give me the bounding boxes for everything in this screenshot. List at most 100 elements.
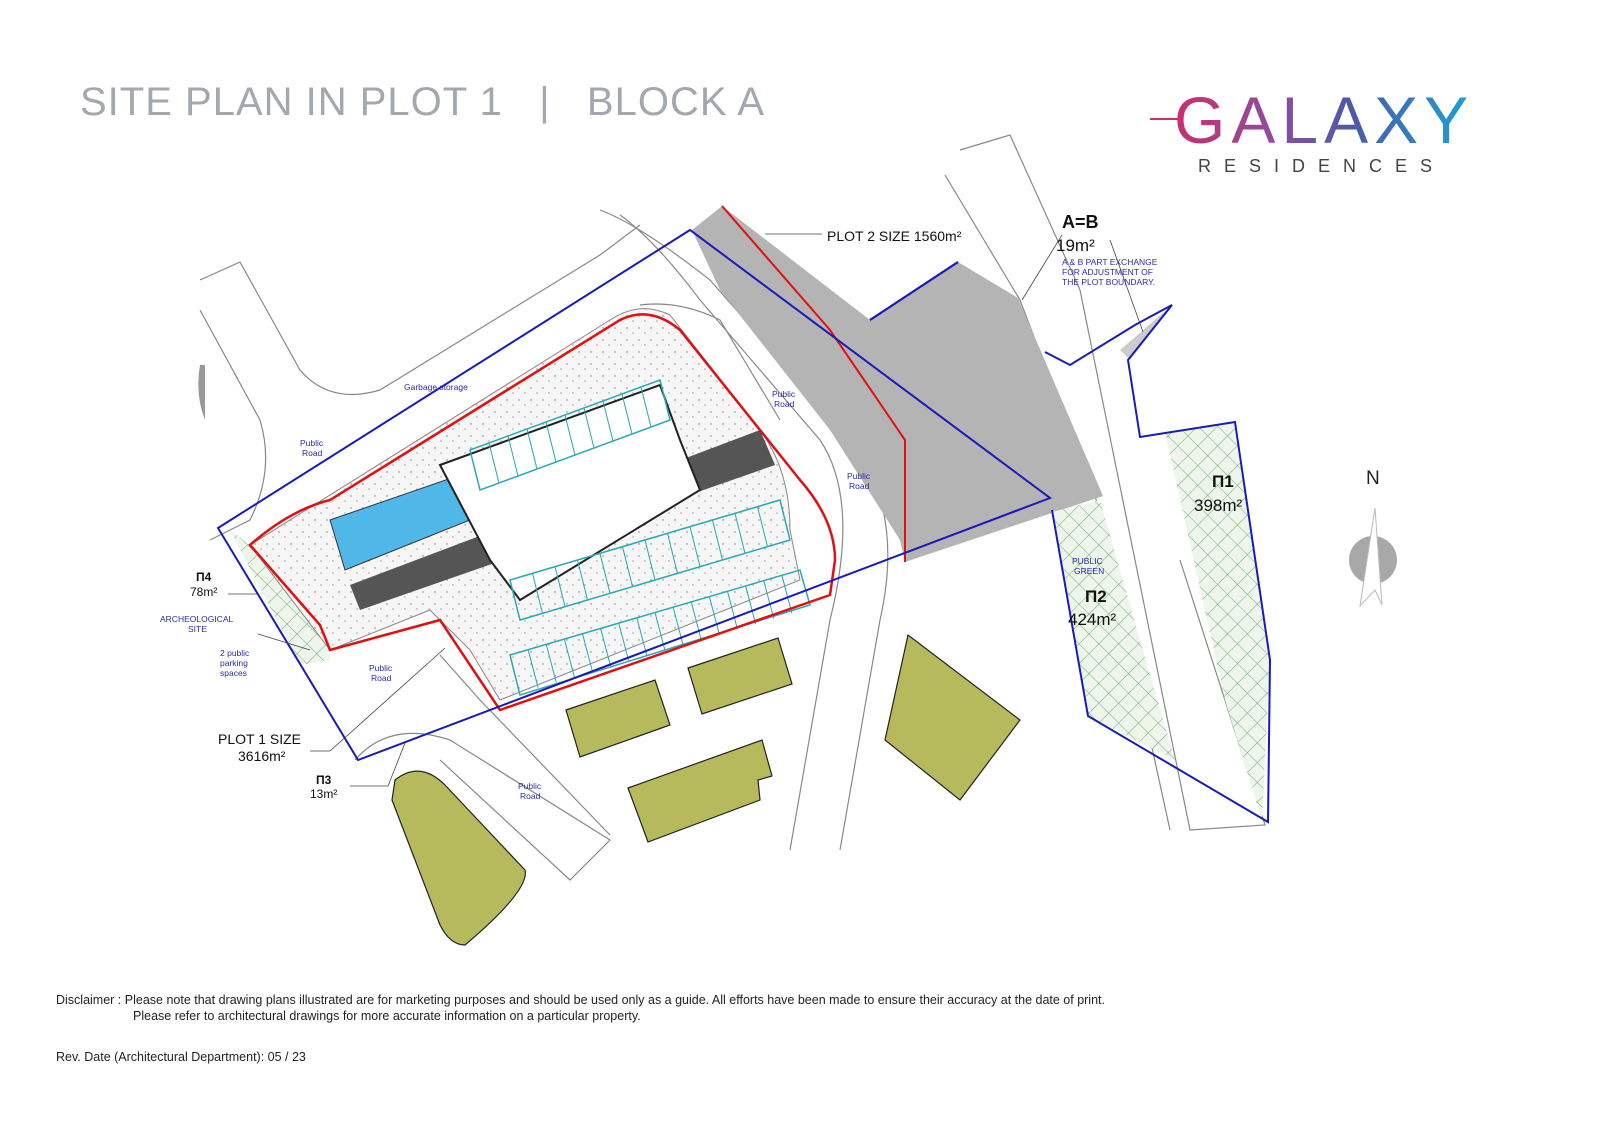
parking-stall-divider	[600, 628, 612, 667]
parking-stall-divider	[690, 601, 702, 641]
pi4-area: 78m²	[190, 585, 217, 599]
parking-stall-divider	[545, 644, 557, 683]
parking-stall-divider	[757, 506, 768, 547]
parking-stall-divider	[640, 386, 652, 428]
parking-2: parking	[220, 658, 248, 668]
plot-1-boundary	[216, 228, 1053, 762]
parking-stall-divider	[545, 421, 557, 463]
parking-stall-divider	[636, 617, 648, 656]
parking-stall-divider	[667, 533, 678, 574]
ab-exchange-area	[1120, 305, 1172, 360]
parking-stall-divider	[727, 591, 738, 630]
plot-2-boundary-right	[1044, 304, 1272, 824]
leader-lines	[228, 233, 1144, 787]
disclaimer: Disclaimer : Please note that drawing pl…	[56, 992, 1105, 1024]
parking-stall-divider	[507, 435, 519, 477]
ab-note-line-1: A & B PART EXCHANGE	[1062, 257, 1158, 267]
building-core	[438, 383, 702, 602]
parking-stall-divider	[526, 428, 538, 470]
green-block	[884, 633, 1021, 801]
plot-1-size-area: 3616m²	[238, 748, 286, 764]
logo-word: GALAXY	[1174, 83, 1475, 157]
parking-1: 2 public	[220, 648, 250, 658]
road-label: Road	[520, 791, 541, 801]
parking-stall-divider	[564, 414, 576, 456]
neighbouring-buildings	[391, 633, 1021, 946]
green-block	[627, 739, 773, 843]
roundabout-edge	[198, 365, 205, 420]
road-label: Public	[772, 389, 796, 399]
pi1-green-area	[1165, 422, 1270, 820]
archeological-1: ARCHEOLOGICAL	[160, 614, 233, 624]
building-block-a	[329, 379, 811, 696]
green-block	[687, 637, 793, 715]
public-green-1: PUBLIC	[1072, 556, 1103, 566]
parking-stall-divider	[644, 539, 656, 581]
ab-label: A=B	[1062, 212, 1099, 232]
pi1-name: Π1	[1212, 472, 1234, 491]
plot-1-size-label: PLOT 1 SIZE	[218, 731, 301, 747]
plot-2-red-edge	[721, 205, 906, 562]
parking-stall-divider	[763, 580, 775, 619]
disclaimer-line-1: Disclaimer : Please note that drawing pl…	[56, 993, 1105, 1007]
road-label: Road	[302, 448, 323, 458]
ab-note-line-2: FOR ADJUSTMENT OF	[1062, 267, 1153, 277]
road-edge	[199, 224, 641, 396]
ab-note-line-3: THE PLOT BOUNDARY.	[1062, 277, 1155, 287]
pi2-area: 424m²	[1068, 610, 1117, 629]
pi3-name: Π3	[316, 773, 332, 787]
pi3-area: 13m²	[310, 787, 337, 801]
parking-stall-divider	[532, 573, 543, 614]
disclaimer-line-2: Please refer to architectural drawings f…	[133, 1009, 641, 1023]
north-arrow: N	[1349, 468, 1397, 608]
page-title: SITE PLAN IN PLOT 1 | BLOCK A	[80, 80, 766, 124]
road-label: Public	[369, 663, 393, 673]
pi1-area: 398m²	[1194, 496, 1243, 515]
parking-stall-divider	[554, 566, 566, 607]
north-label: N	[1366, 468, 1380, 489]
pi4-name: Π4	[196, 570, 212, 584]
parking-stall-divider	[602, 400, 614, 442]
road-label: Public	[847, 471, 871, 481]
logo-subtitle: RESIDENCES	[1198, 156, 1446, 176]
pi4-green-area	[230, 530, 330, 665]
parking-3: spaces	[220, 668, 247, 678]
parking-row-3	[509, 569, 811, 696]
parking-stall-divider	[488, 442, 500, 484]
parking-stall-divider	[527, 649, 539, 688]
road-label: Public	[300, 438, 324, 448]
road-label: Road	[774, 399, 795, 409]
pi2-green-area	[1052, 500, 1175, 760]
green-block	[565, 679, 671, 758]
parking-stall-divider	[708, 596, 720, 635]
galaxy-residences-logo: GALAXY RESIDENCES	[1150, 82, 1470, 192]
parking-stall-divider	[582, 633, 593, 672]
plot-2-size-label: PLOT 2 SIZE 1560m²	[827, 228, 962, 244]
parking-stall-divider	[622, 546, 633, 587]
parking-stall-divider	[618, 622, 630, 662]
parking-stall-divider	[672, 607, 684, 646]
parking-stall-divider	[563, 638, 575, 678]
building-boundary-red	[248, 313, 837, 712]
road-label: Road	[849, 481, 870, 491]
parking-stall-divider	[583, 407, 595, 449]
ab-area: 19m²	[1056, 236, 1095, 255]
compass-needle-icon	[1359, 507, 1383, 608]
parking-stall-divider	[599, 553, 611, 594]
garbage-storage-label: Garbage storage	[404, 382, 468, 392]
road-label: Road	[371, 673, 392, 683]
green-block	[391, 770, 526, 946]
parking-stall-divider	[621, 393, 633, 435]
parking-stall-divider	[712, 519, 723, 561]
parking-stall-divider	[689, 526, 701, 567]
public-green-2: GREEN	[1074, 566, 1104, 576]
pi2-name: Π2	[1085, 587, 1107, 606]
archeological-2: SITE	[188, 624, 207, 634]
parking-stall-divider	[577, 559, 588, 601]
parking-stall-divider	[745, 585, 757, 625]
parking-stall-divider	[781, 575, 793, 614]
parking-stall-divider	[734, 513, 746, 554]
parking-row-1	[469, 379, 671, 491]
plot-2-boundary-top	[869, 261, 959, 321]
